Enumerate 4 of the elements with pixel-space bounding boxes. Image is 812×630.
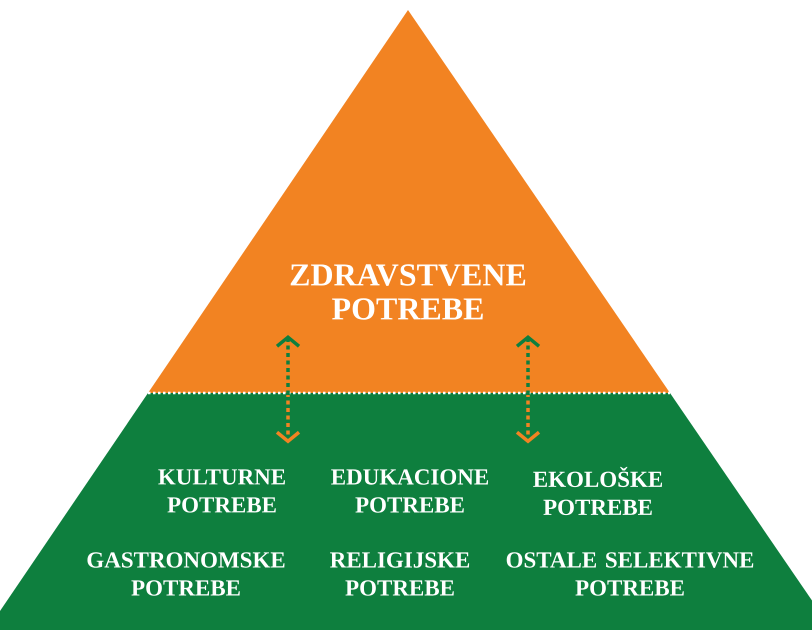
double-arrow	[276, 334, 300, 444]
band-section: KULTURNE POTREBE EDUKACIONE POTREBE EKOLOŠKE POTREBE GASTRONOMSKE POTREBE RELIGIJSKE POTREBE OSTALE SELEKTIVNE POTREBE	[0, 393, 812, 630]
double-arrow	[516, 334, 540, 444]
triangle-section: ZDRAVSTVENE POTREBE	[148, 10, 670, 393]
